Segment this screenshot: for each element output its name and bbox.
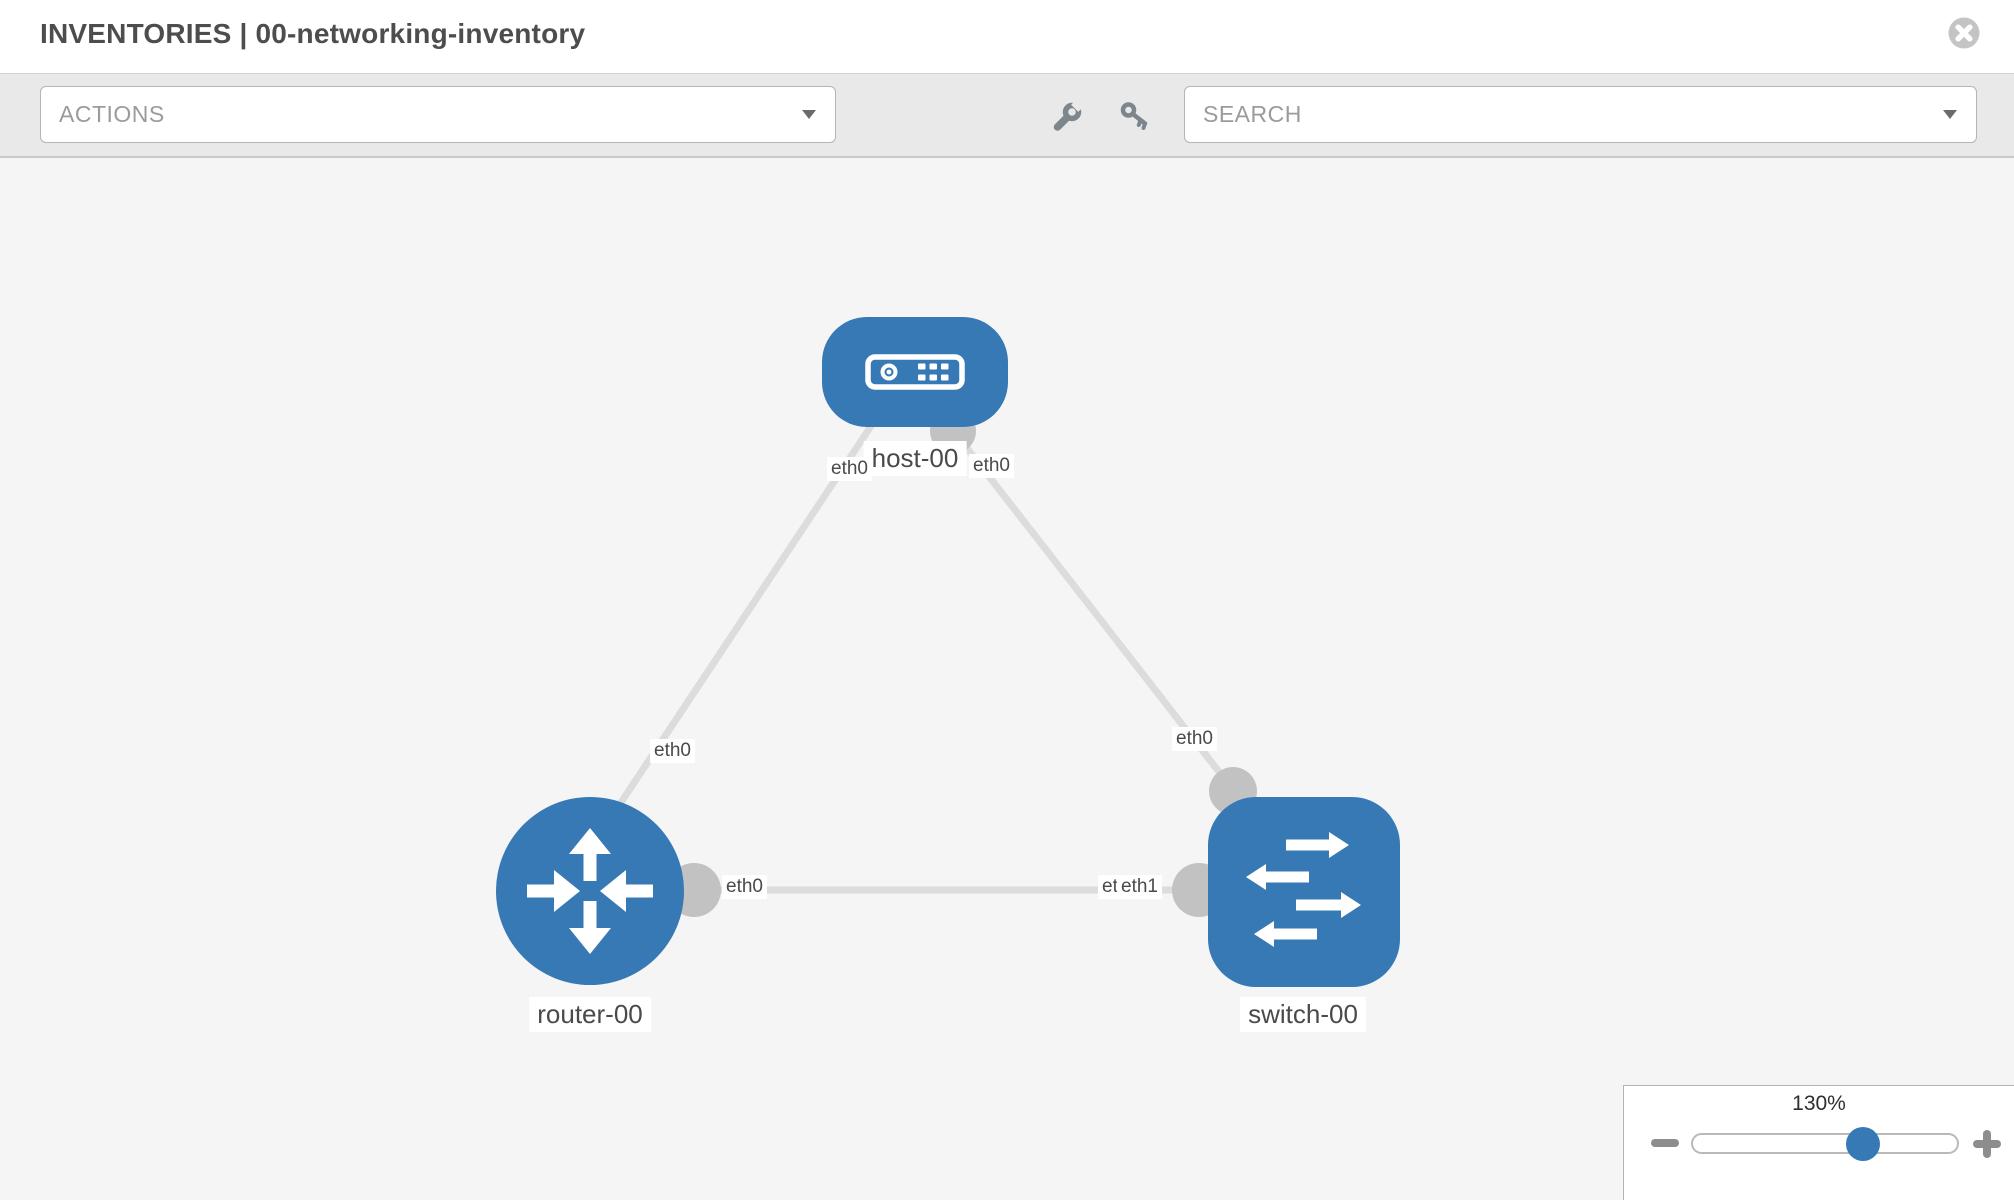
zoom-slider-handle[interactable]: [1846, 1127, 1880, 1161]
iface-label-host-to-router: eth0: [827, 457, 872, 481]
switch-icon: [1246, 832, 1361, 947]
iface-label-host-to-switch: eth0: [969, 454, 1014, 478]
host-icon: [865, 354, 965, 390]
iface-label-switch-to-router: eth1: [1117, 875, 1162, 899]
chevron-down-icon: [1943, 110, 1957, 119]
router-icon: [527, 828, 653, 954]
configure-network-button[interactable]: [1051, 99, 1084, 132]
zoom-out-button[interactable]: [1651, 1139, 1679, 1147]
node-switch-00[interactable]: [1208, 797, 1400, 987]
zoom-percentage: 130%: [1792, 1092, 1846, 1115]
iface-label-router-to-switch: eth0: [722, 875, 767, 899]
topology-canvas[interactable]: [0, 158, 2014, 1200]
search-dropdown[interactable]: SEARCH: [1184, 86, 1977, 143]
page-title: INVENTORIES | 00-networking-inventory: [40, 18, 586, 49]
iface-label-switch-to-host: eth0: [1172, 727, 1217, 751]
node-label-switch: switch-00: [1240, 997, 1366, 1032]
iface-label-router-to-host: eth0: [650, 739, 695, 763]
toolbar: ACTIONS SEARCH: [0, 73, 2014, 158]
close-button[interactable]: [1947, 16, 1981, 50]
node-router-00[interactable]: [496, 797, 684, 985]
zoom-in-button[interactable]: [1973, 1130, 2001, 1158]
key-credentials-button[interactable]: [1119, 100, 1151, 132]
node-label-host: host-00: [863, 441, 967, 476]
zoom-control-panel: 130%: [1623, 1085, 2014, 1200]
wrench-icon: [1053, 99, 1084, 131]
times-circle-icon: [1948, 17, 1980, 49]
node-host-00[interactable]: [822, 317, 1008, 427]
zoom-slider-track[interactable]: [1691, 1133, 1959, 1154]
search-dropdown-label: SEARCH: [1203, 101, 1302, 127]
actions-dropdown-label: ACTIONS: [59, 101, 165, 127]
actions-dropdown[interactable]: ACTIONS: [40, 86, 836, 143]
node-label-router: router-00: [529, 997, 651, 1032]
header: INVENTORIES | 00-networking-inventory: [0, 0, 2014, 73]
chevron-down-icon: [802, 110, 816, 119]
key-icon: [1120, 102, 1148, 130]
